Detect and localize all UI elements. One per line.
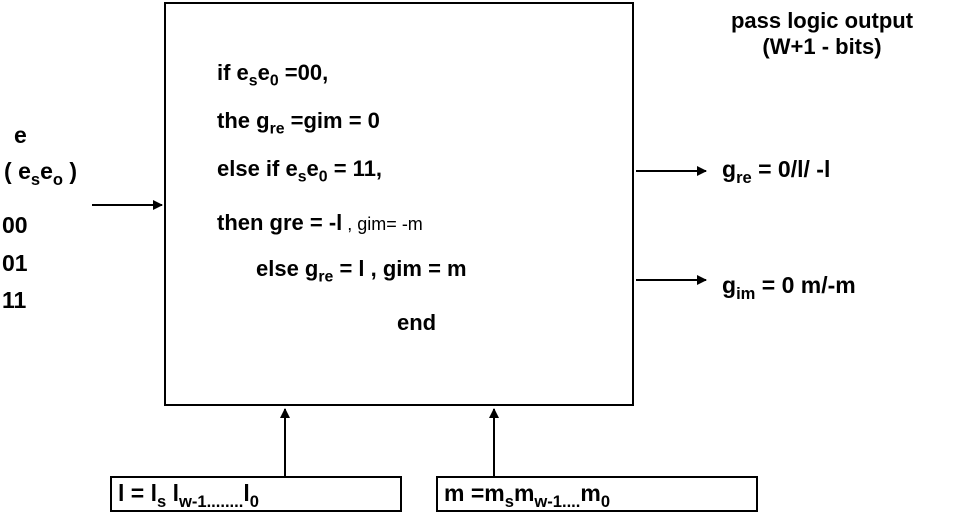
- input-e-value-11: 11: [2, 287, 27, 313]
- input-m-label: m =msmw-1....m0: [444, 480, 611, 511]
- logic-line-2: the gre =gim = 0: [217, 108, 380, 138]
- input-e-sub-label: ( eseo ): [4, 158, 78, 189]
- logic-line-6: end: [397, 310, 437, 335]
- pass-logic-block: [164, 2, 634, 406]
- output-gre-label: gre = 0/l/ -l: [722, 156, 831, 187]
- logic-line-4: then gre = -l , gim= -m: [217, 210, 423, 235]
- input-e-label: e: [14, 122, 27, 148]
- output-title-line2: (W+1 - bits): [762, 34, 882, 59]
- input-m-box: [436, 476, 758, 512]
- input-l-label: l = ls lw-1........l0: [118, 480, 259, 511]
- input-e-value-01: 01: [2, 250, 28, 276]
- logic-line-5: else gre = l , gim = m: [256, 256, 467, 286]
- input-e-value-00: 00: [2, 212, 28, 238]
- input-l-box: [110, 476, 402, 512]
- output-title-line1: pass logic output: [730, 8, 914, 33]
- output-gim-label: gim = 0 m/-m: [722, 272, 856, 303]
- output-title: pass logic output (W+1 - bits): [672, 8, 972, 60]
- logic-line-3: else if ese0 = 11,: [217, 156, 383, 186]
- logic-line-1: if ese0 =00,: [217, 60, 329, 90]
